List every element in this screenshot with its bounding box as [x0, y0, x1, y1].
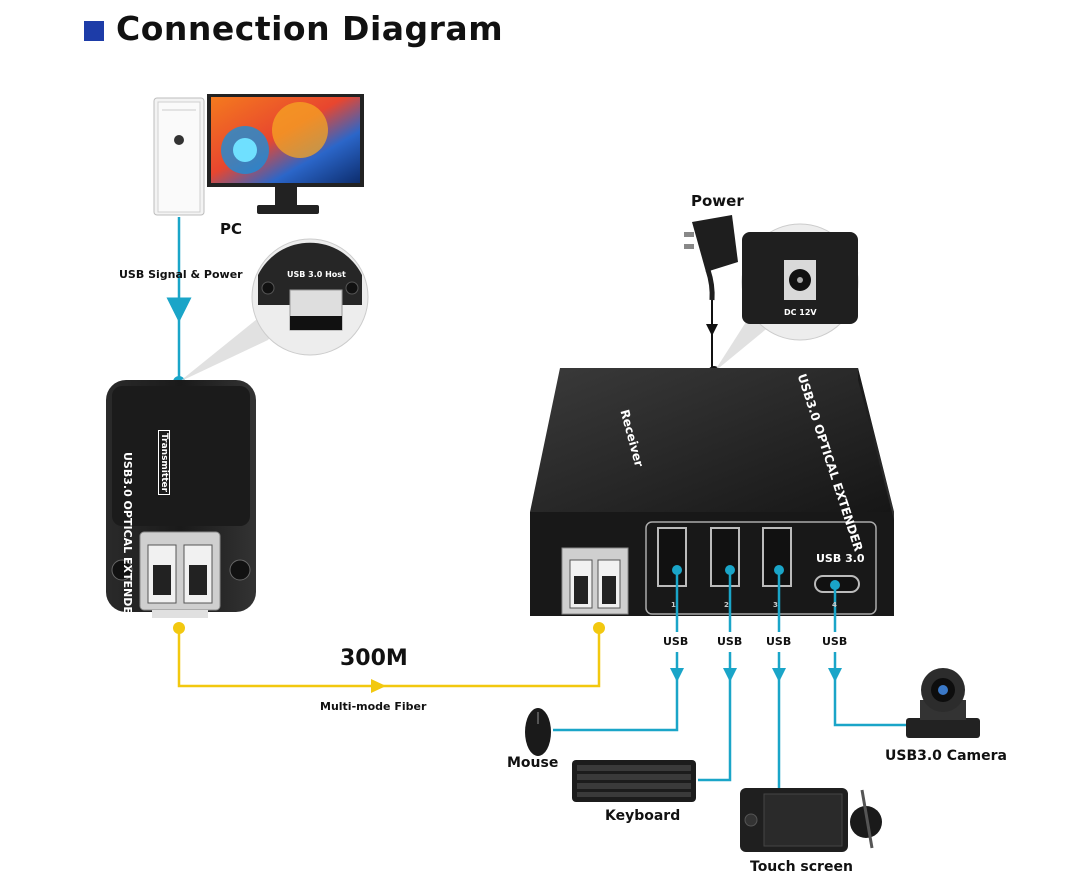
usb-port-label-1: USB — [663, 635, 689, 648]
dc-jack-label: DC 12V — [784, 308, 817, 317]
mouse-label: Mouse — [507, 755, 559, 771]
title-accent-square — [84, 21, 104, 41]
usb-port-label-2: USB — [717, 635, 743, 648]
pc-label: PC — [220, 220, 243, 238]
port-number-3: 3 — [773, 601, 778, 609]
transmitter-model: USB3.0 OPTICAL EXTENDER — [121, 452, 134, 623]
usb-port-label-4: USB — [822, 635, 848, 648]
usb-signal-label: USB Signal & Power — [119, 268, 243, 281]
port-number-4: 4 — [832, 601, 837, 609]
fiber-label: Multi-mode Fiber — [320, 700, 427, 713]
distance-label: 300M — [340, 646, 408, 671]
keyboard-icon — [572, 760, 696, 802]
power-adapter-icon — [684, 215, 738, 301]
ptz-camera-icon — [906, 668, 980, 738]
tablet-icon — [740, 788, 882, 852]
touch-label: Touch screen — [750, 859, 853, 875]
usb-host-callout — [251, 238, 369, 356]
pc-icon — [153, 94, 364, 216]
mouse-icon — [525, 708, 551, 756]
usb-host-label: USB 3.0 Host — [287, 270, 346, 279]
port-number-1: 1 — [671, 601, 676, 609]
power-label: Power — [691, 192, 744, 210]
page-title: Connection Diagram — [116, 9, 504, 48]
port-number-2: 2 — [724, 601, 729, 609]
transmitter-role: Transmitter — [158, 430, 170, 496]
keyboard-label: Keyboard — [605, 808, 681, 824]
usb-port-label-3: USB — [766, 635, 792, 648]
dc-jack-callout — [741, 223, 859, 341]
transmitter-device — [106, 380, 256, 618]
usb-lines — [553, 565, 906, 788]
camera-label: USB3.0 Camera — [885, 748, 1007, 764]
usb-c-label: USB 3.0 — [816, 552, 865, 565]
